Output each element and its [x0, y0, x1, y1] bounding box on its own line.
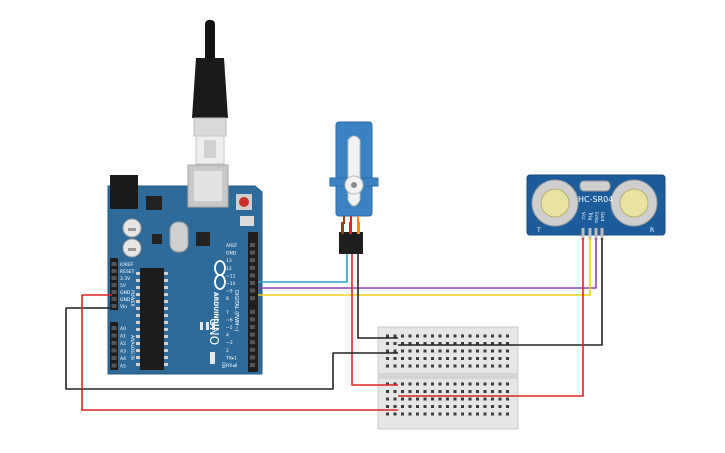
sensor-corner-right: R [650, 227, 654, 234]
analog-pin-label: A3 [120, 349, 126, 355]
digital-pin-hole [250, 273, 255, 278]
power-pin-label: IOREF [120, 262, 134, 268]
digital-pin-hole [250, 340, 255, 345]
atmega-chip [140, 268, 164, 370]
arduino-logo [214, 260, 226, 290]
usb-cable [192, 20, 228, 165]
digital-pin-hole [250, 309, 255, 314]
digital-pin-hole [250, 332, 255, 337]
power-label: POWER [129, 290, 135, 307]
analog-pin-label: A2 [120, 341, 126, 347]
wire-trig [258, 238, 591, 296]
digital-pin-hole [250, 250, 255, 255]
sensor-model-label: HC-SR04 [578, 195, 613, 204]
wires [65, 238, 603, 411]
wire-arduino-5v [81, 294, 398, 411]
analog-pin-label: A1 [120, 334, 126, 340]
sensor-corner-left: T [536, 227, 541, 234]
on-label: ON [221, 362, 226, 368]
analog-label: ANALOG IN [129, 335, 135, 360]
sensor-pin-label: Echo [593, 212, 599, 223]
digital-pin-label: AREF [226, 243, 238, 249]
digital-pin-label: 13 [226, 258, 232, 264]
digital-pin-label: ~9 [226, 289, 233, 295]
sensor-pin-label: Vcc [580, 212, 586, 221]
wire-echo [258, 238, 597, 289]
digital-pin-label: 8 [226, 296, 229, 302]
digital-pin-label: 7 [226, 310, 229, 316]
power-pin-hole [111, 304, 117, 308]
digital-pin-hole [250, 325, 255, 329]
sensor-pin-label: Gnd [599, 212, 605, 221]
power-pin-hole [111, 290, 117, 294]
analog-pin-hole [111, 341, 117, 345]
analog-pin-label: A0 [120, 326, 126, 332]
sensor-pin [588, 228, 592, 240]
digital-pin-label: RX◂0 [226, 363, 237, 369]
digital-pin-label: ~6 [226, 317, 233, 323]
power-pin-label: RESET [120, 269, 135, 275]
servo-horn [347, 135, 361, 207]
power-pin-hole [111, 283, 117, 287]
sensor-pin [594, 228, 598, 240]
wire-sensor-vcc [398, 238, 584, 397]
sensor-pin [600, 228, 604, 240]
digital-pin-hole [250, 258, 255, 263]
power-pin-hole [111, 297, 117, 301]
power-pin-hole [111, 269, 117, 273]
power-pin-hole [111, 276, 117, 280]
servo-motor [329, 121, 379, 254]
arduino-uno-board: ARDUINO UNO DIGITAL (PWM~) AREFGND1312~1… [107, 164, 263, 375]
power-pin-label: GND [120, 297, 131, 303]
digital-pin-label: 12 [226, 266, 232, 272]
analog-pin-hole [111, 326, 117, 330]
digital-pin-hole [250, 317, 255, 322]
digital-pin-label: ~5 [226, 325, 233, 331]
analog-header [110, 322, 118, 370]
power-pin-label: Vin [120, 304, 127, 310]
analog-pin-label: A4 [120, 356, 126, 362]
mini-breadboard [377, 326, 519, 430]
digital-pin-hole [250, 265, 255, 270]
digital-pin-hole [250, 355, 255, 360]
digital-pin-hole [250, 288, 255, 293]
power-pin-label: 3.3V [120, 276, 131, 282]
crystal [169, 221, 189, 253]
analog-pin-hole [111, 363, 117, 368]
digital-pin-label: TX▸1 [225, 355, 237, 361]
power-pin-hole [111, 262, 117, 266]
analog-pin-label: A5 [120, 364, 126, 370]
analog-pin-hole [111, 348, 117, 353]
digital-pin-label: 2 [226, 348, 229, 354]
sensor-pin [581, 228, 585, 240]
digital-pin-hole [250, 363, 255, 367]
arduino-brand-label: ARDUINO [212, 292, 219, 323]
power-pin-label: GND [120, 290, 131, 296]
arduino-model-label: UNO [207, 318, 221, 345]
digital-pin-label: ~3 [226, 340, 233, 346]
digital-header [248, 232, 258, 372]
digital-pin-hole [250, 347, 255, 352]
wire-arduino-gnd [65, 307, 398, 390]
analog-pin-hole [111, 356, 117, 360]
digital-pin-label: 4 [226, 333, 229, 339]
wire-servo-vcc [351, 254, 398, 386]
digital-pin-label: ~11 [226, 273, 236, 279]
digital-pin-label: GND [226, 251, 237, 257]
digital-pin-hole [250, 296, 255, 301]
dc-jack [110, 175, 138, 209]
sensor-pin-label: Trig [587, 211, 593, 220]
power-pin-label: 5V [120, 283, 127, 289]
servo-connector [339, 232, 363, 254]
digital-label: DIGITAL (PWM~) [233, 290, 239, 332]
analog-pin-hole [111, 333, 117, 338]
digital-pin-hole [250, 243, 255, 247]
wire-servo-signal [258, 254, 348, 283]
digital-pin-hole [250, 281, 255, 285]
digital-pin-label: ~10 [226, 281, 236, 287]
wire-sensor-gnd [398, 238, 603, 346]
wire-servo-gnd [357, 254, 398, 339]
